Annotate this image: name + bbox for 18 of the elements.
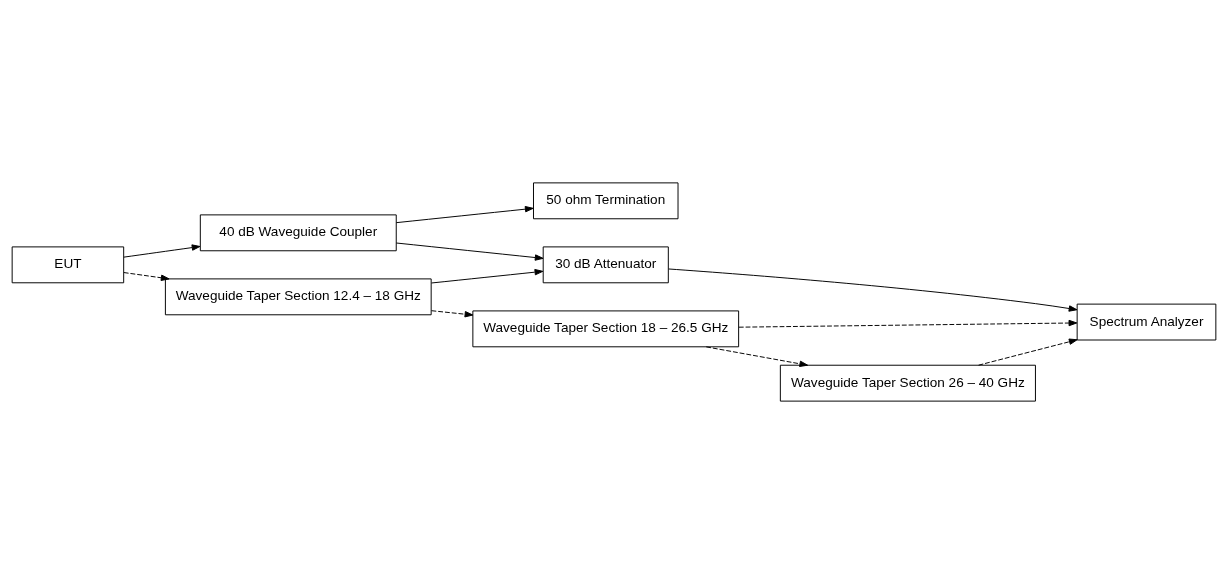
arrow bbox=[123, 271, 170, 281]
arrow bbox=[668, 268, 1078, 312]
arrow bbox=[395, 242, 544, 261]
node-box: Waveguide Taper Section 18 – 26.5 GHz bbox=[472, 309, 740, 347]
arrow bbox=[431, 268, 544, 283]
node-box: EUT bbox=[11, 245, 125, 283]
node-box: 40 dB Waveguide Coupler bbox=[199, 213, 397, 251]
node-box: 50 ohm Termination bbox=[533, 181, 679, 219]
arrow bbox=[738, 319, 1078, 328]
node-box: Spectrum Analyzer bbox=[1076, 303, 1217, 340]
node-box: Waveguide Taper Section 26 – 40 GHz bbox=[779, 364, 1036, 402]
arrow bbox=[705, 345, 809, 367]
node-box: 30 dB Attenuator bbox=[542, 245, 669, 283]
arrow bbox=[431, 309, 474, 317]
arrow bbox=[978, 338, 1078, 366]
arrow bbox=[123, 243, 201, 258]
arrow bbox=[395, 205, 534, 223]
node-box: Waveguide Taper Section 12.4 – 18 GHz bbox=[164, 277, 432, 315]
